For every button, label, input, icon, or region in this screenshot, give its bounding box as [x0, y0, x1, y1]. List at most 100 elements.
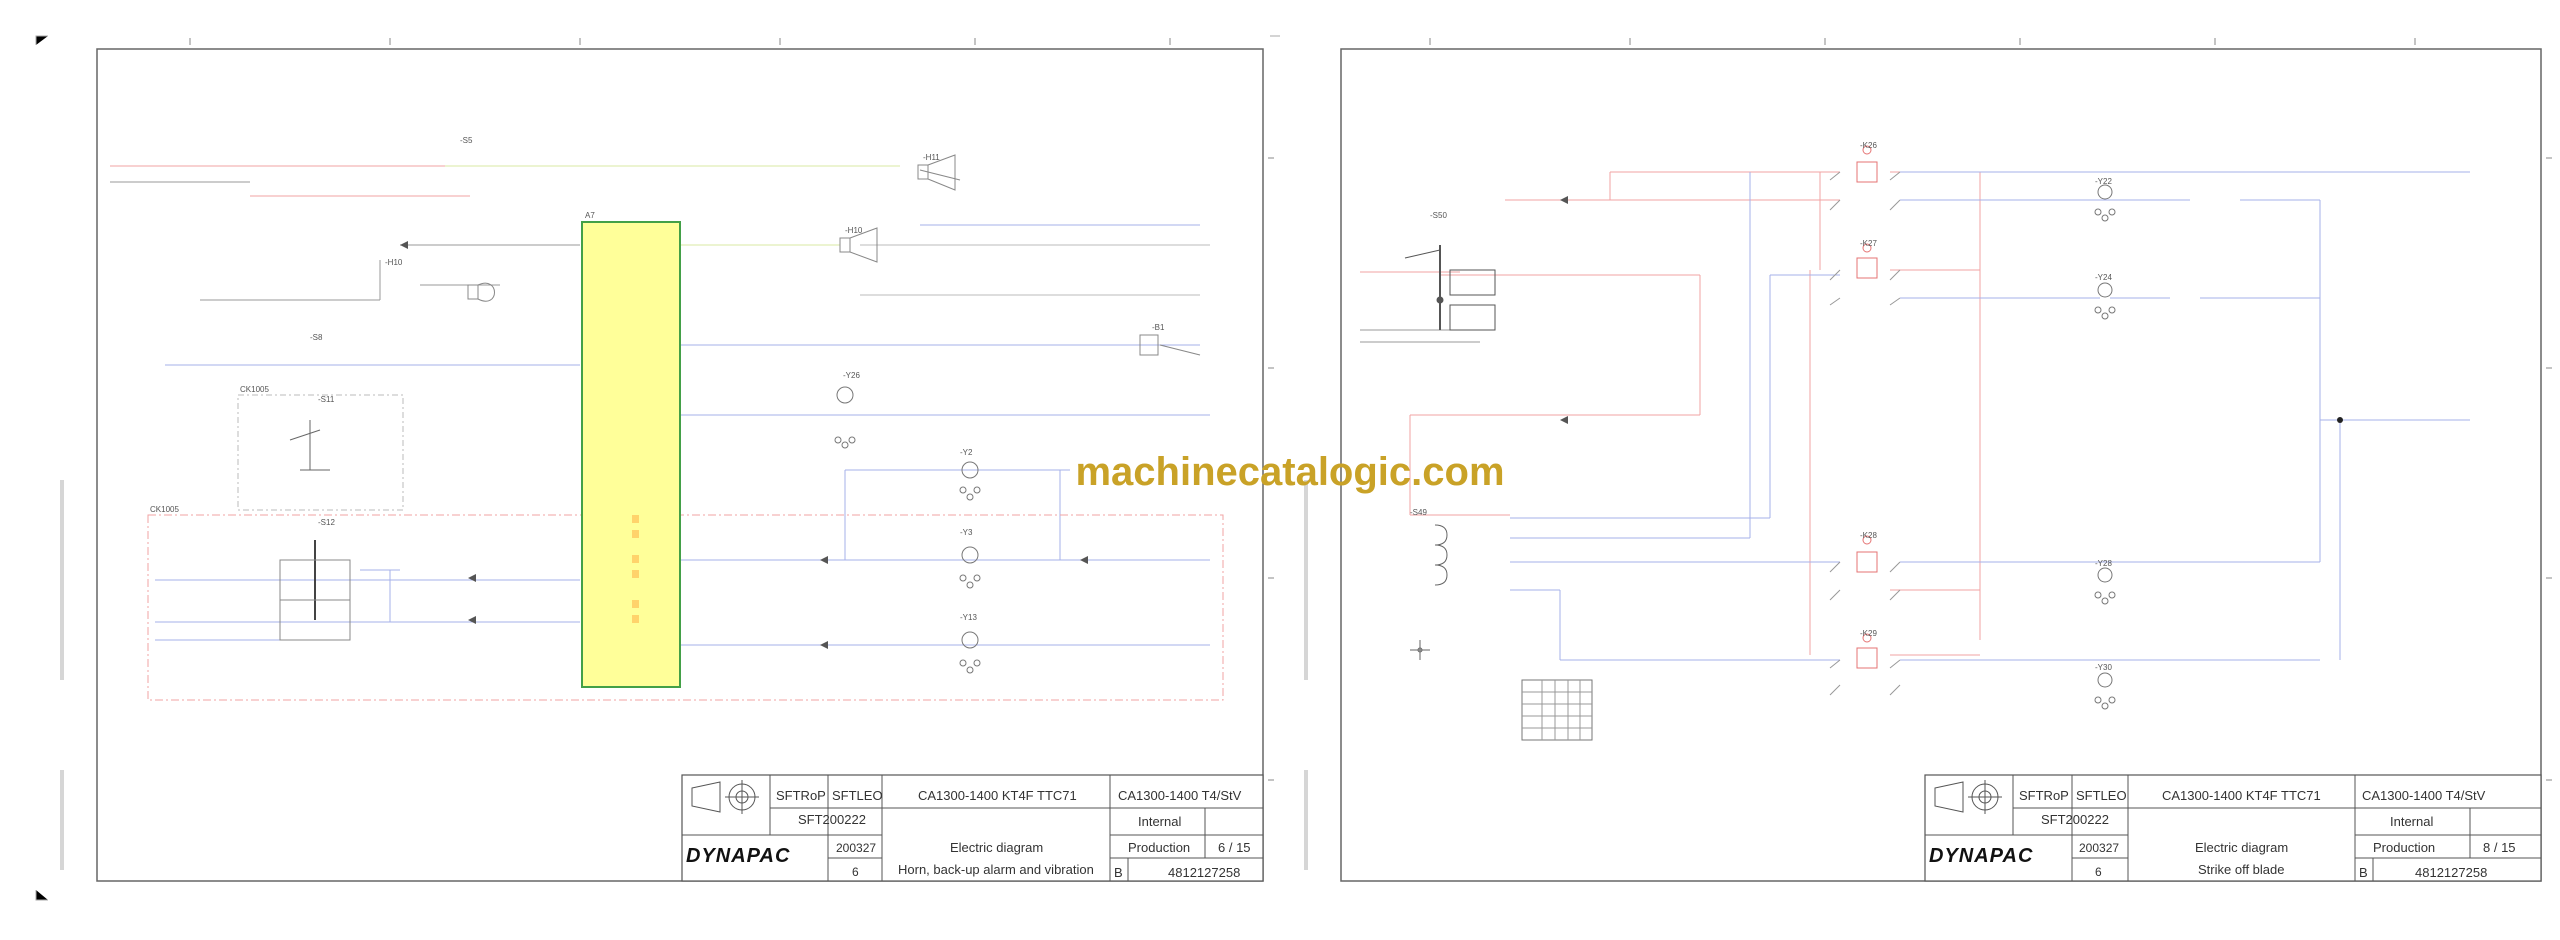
margin-notes [1304, 480, 1308, 870]
svg-text:-S49: -S49 [1410, 508, 1427, 517]
watermark-text: machinecatalogic.com [1075, 450, 1505, 494]
date-code: 200327 [836, 841, 876, 855]
reference-code: SFT200222 [2041, 812, 2109, 827]
paper-size: B [1114, 865, 1123, 880]
valve-symbols [2094, 184, 2116, 710]
svg-text:A7: A7 [585, 211, 595, 220]
svg-text:-Y24: -Y24 [2095, 273, 2112, 282]
classification: Internal [2390, 814, 2433, 829]
document-number: 4812127258 [1168, 865, 1240, 880]
document-number: 4812127258 [2415, 865, 2487, 880]
junction-node [2337, 417, 2343, 423]
column-markers [1429, 38, 2416, 45]
svg-text:-Y22: -Y22 [2095, 177, 2112, 186]
model-name: CA1300-1400 T4/StV [2362, 788, 2486, 803]
svg-text:-H10: -H10 [385, 258, 403, 267]
relay-k29 [1856, 633, 1878, 669]
checked-by: SFTLEO [832, 788, 883, 803]
document-type: Electric diagram [950, 840, 1043, 855]
svg-text:-H11: -H11 [923, 153, 940, 162]
project-name: CA1300-1400 KT4F TTC71 [918, 788, 1077, 803]
model-name: CA1300-1400 T4/StV [1118, 788, 1242, 803]
paper-size: B [2359, 865, 2368, 880]
svg-text:CK1005: CK1005 [150, 505, 179, 514]
company-logo: DYNAPAC [1929, 845, 2033, 867]
group-outline-vibration [147, 514, 1224, 701]
svg-text:-S50: -S50 [1430, 211, 1447, 220]
wiring-grey [1360, 329, 1480, 343]
relay-contacts [1829, 171, 1901, 696]
svg-text:-Y3: -Y3 [960, 528, 973, 537]
switch-s12-contacts [279, 559, 351, 641]
title-block [1924, 774, 2542, 882]
svg-text:-H10: -H10 [845, 226, 863, 235]
revision: 6 [852, 865, 859, 879]
module-pins [632, 515, 639, 623]
control-module-a7 [581, 221, 681, 688]
sheet-description: Strike off blade [2198, 862, 2284, 877]
rotary-switch-s49 [1410, 524, 1448, 660]
svg-text:-S11: -S11 [318, 395, 335, 404]
relay-k26 [1856, 145, 1878, 183]
svg-text:-Y28: -Y28 [2095, 559, 2112, 568]
component-tags: A7-S5 -H11-H10 -B1-S8 -S11-S12 CK1005CK1… [150, 136, 1165, 622]
row-markers [1268, 157, 1274, 781]
checked-by: SFTLEO [2076, 788, 2127, 803]
svg-text:-Y30: -Y30 [2095, 663, 2112, 672]
diodes [1560, 196, 1568, 424]
drawing-frame [96, 48, 1264, 882]
component-tags: -S50 -S49 -K26 -K27 -K28 -K29 -Y22 -Y24 -Y28… [1410, 141, 2112, 672]
svg-text:CK1005: CK1005 [240, 385, 269, 394]
project-name: CA1300-1400 KT4F TTC71 [2162, 788, 2321, 803]
left-schematic: A7-S5 -H11-H10 -B1-S8 -S11-S12 CK1005CK1… [35, 35, 1280, 901]
switch-position-table [1521, 679, 1593, 741]
reference-code: SFT200222 [798, 812, 866, 827]
relay-k27 [1856, 243, 1878, 279]
svg-text:-S5: -S5 [460, 136, 473, 145]
switch-s50 [1404, 245, 1496, 331]
svg-text:-K27: -K27 [1860, 239, 1877, 248]
classification: Internal [1138, 814, 1181, 829]
svg-text:-K26: -K26 [1860, 141, 1877, 150]
drawn-by: SFTRoP [2019, 788, 2069, 803]
relay-k28 [1856, 535, 1878, 573]
sheet-number: 8 / 15 [2483, 840, 2516, 855]
sheet-description: Horn, back-up alarm and vibration [898, 862, 1094, 877]
right-schematic: -S50 -S49 -K26 -K27 -K28 -K29 -Y22 -Y24 -Y28… [1304, 38, 2552, 882]
row-markers [2546, 157, 2552, 781]
document-type: Electric diagram [2195, 840, 2288, 855]
svg-text:-B1: -B1 [1152, 323, 1165, 332]
horn-symbol-1 [917, 154, 956, 191]
svg-text:-Y2: -Y2 [960, 448, 973, 457]
drawn-by: SFTRoP [776, 788, 826, 803]
corner-marks [35, 35, 1280, 901]
buzzer-symbol [1139, 334, 1159, 356]
svg-text:-S8: -S8 [310, 333, 323, 342]
wiring-lower [155, 559, 1210, 646]
svg-text:-Y26: -Y26 [843, 371, 860, 380]
status: Production [1128, 840, 1190, 855]
wiring-top [110, 165, 1210, 301]
date-code: 200327 [2079, 841, 2119, 855]
column-markers [189, 38, 1171, 45]
svg-text:-K28: -K28 [1860, 531, 1877, 540]
wiring-blue [1510, 171, 2390, 661]
relay-symbols [834, 386, 981, 674]
right-drawing-sheet: -S50 -S49 -K26 -K27 -K28 -K29 -Y22 -Y24 -Y28… [1280, 0, 2560, 940]
wiring-red [1360, 171, 1981, 656]
svg-text:-Y13: -Y13 [960, 613, 977, 622]
horn-symbol-2 [839, 227, 878, 263]
wiring-middle [165, 344, 1210, 560]
company-logo: DYNAPAC [686, 845, 790, 867]
margin-notes [60, 480, 64, 870]
title-block [681, 774, 1264, 882]
revision: 6 [2095, 865, 2102, 879]
svg-text:-K29: -K29 [1860, 629, 1877, 638]
diodes [400, 241, 1088, 649]
switch-s11 [289, 420, 330, 471]
sheet-number: 6 / 15 [1218, 840, 1251, 855]
svg-text:-S12: -S12 [318, 518, 335, 527]
group-outline-cab [237, 394, 404, 511]
alarm-symbol [467, 282, 495, 302]
